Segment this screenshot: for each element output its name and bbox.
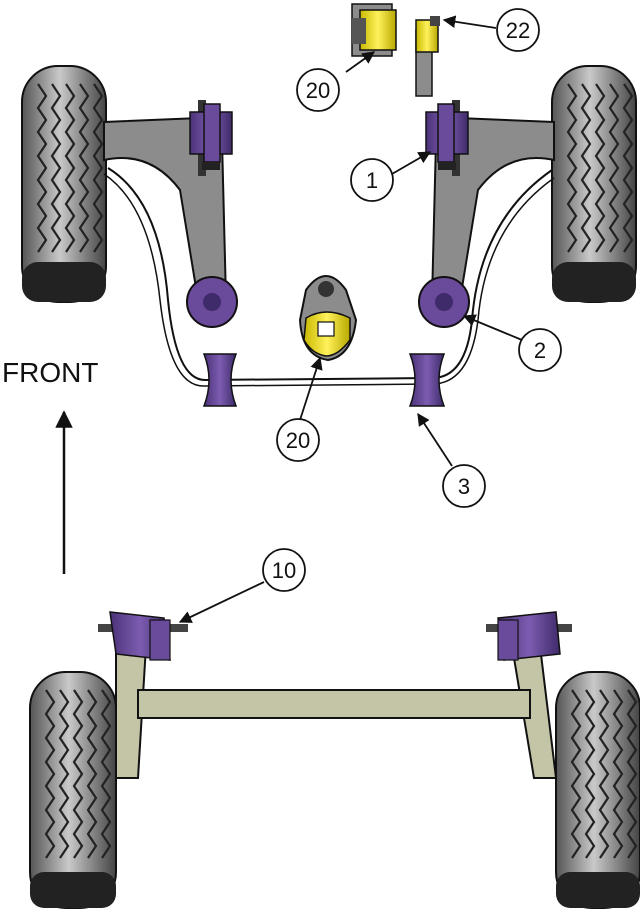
rear-left-beam-mount-bush [98, 611, 188, 661]
rear-right-beam-mount-bush [486, 611, 572, 661]
callout-label: 10 [272, 558, 296, 583]
engine-mount-insert [298, 275, 358, 362]
rear-right-wheel [555, 671, 640, 909]
anti-roll-bar [107, 167, 553, 382]
rear-cross-beam [137, 689, 531, 719]
callout-label: 1 [366, 168, 378, 193]
callout-2 [518, 328, 562, 372]
right-rear-wishbone-bush [418, 276, 470, 328]
gearbox-mount-insert [415, 16, 440, 97]
top-mount-insert [351, 3, 397, 57]
rear-left-wheel [29, 671, 117, 909]
left-front-wishbone-bush [189, 100, 233, 176]
callout-1 [350, 158, 394, 202]
callout-label: 20 [286, 428, 310, 453]
right-front-wishbone-bush [425, 100, 469, 176]
callout-10 [262, 548, 306, 592]
left-rear-wishbone-bush [186, 276, 238, 328]
callout-20-center [276, 418, 320, 462]
front-left-wheel [21, 65, 107, 303]
callout-label: 22 [506, 18, 530, 43]
callout-label: 3 [458, 474, 470, 499]
callout-label: 20 [306, 78, 330, 103]
front-right-wheel [551, 65, 637, 303]
front-label: FRONT [2, 357, 98, 388]
callout-20-top [296, 68, 340, 112]
left-anti-roll-bar-bush [202, 353, 238, 407]
callout-label: 2 [534, 338, 546, 363]
right-anti-roll-bar-bush [408, 353, 446, 407]
callout-3 [442, 464, 486, 508]
callout-22 [496, 8, 540, 52]
